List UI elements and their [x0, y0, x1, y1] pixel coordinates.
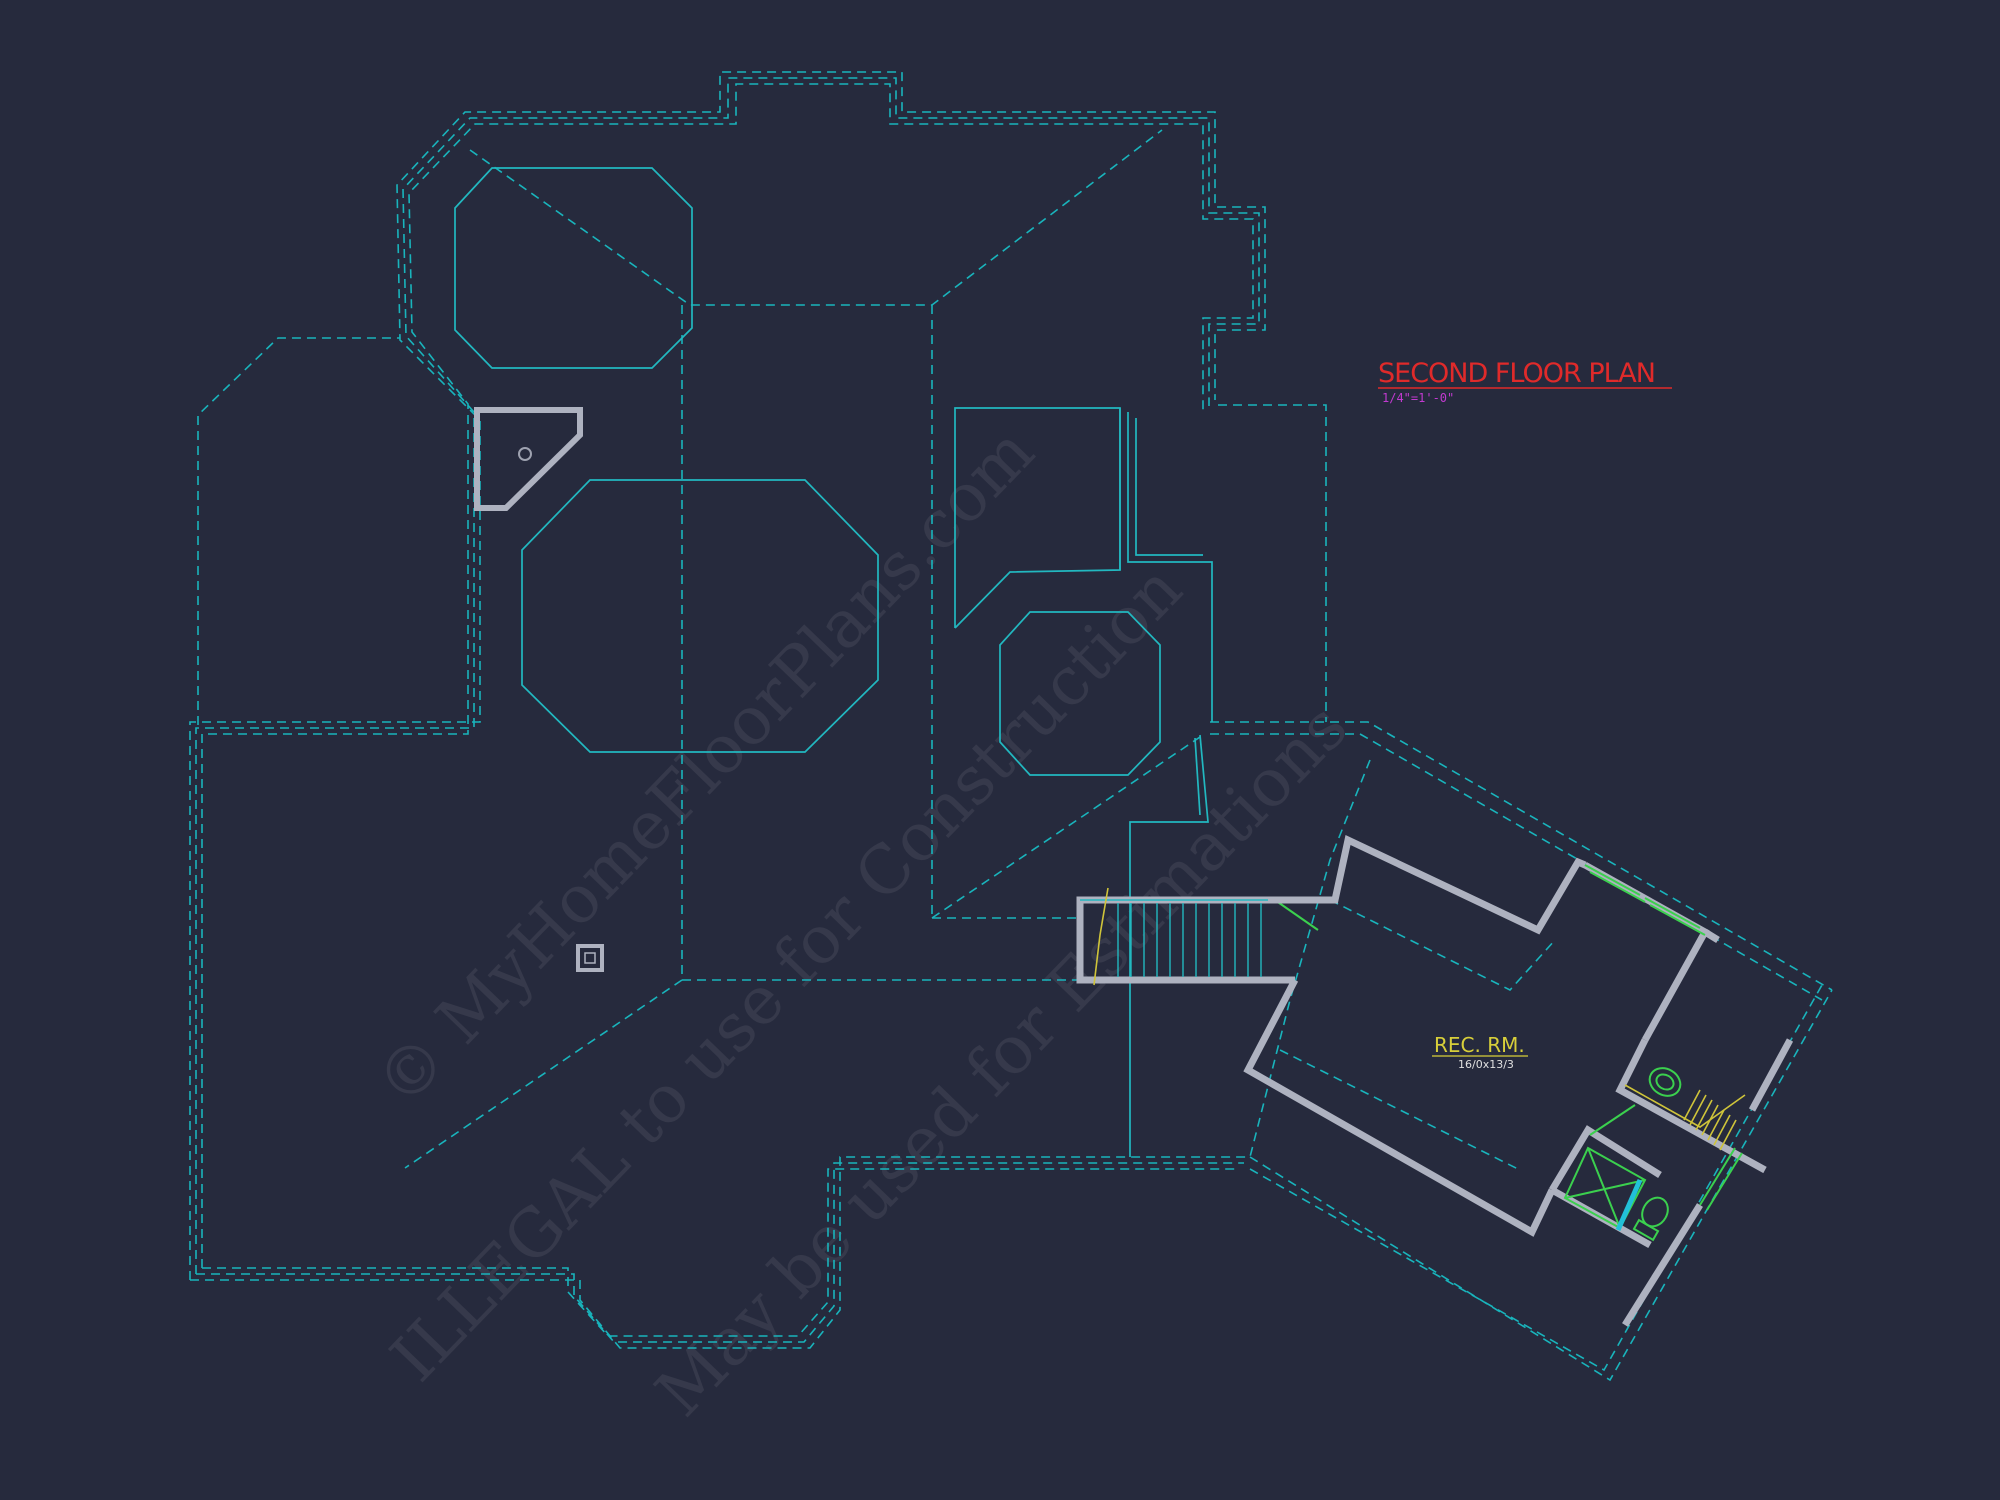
closet-shelf-line [1713, 1114, 1731, 1146]
room-name-label: REC. RM. [1434, 1033, 1525, 1057]
octagon-skylight-1 [454, 167, 693, 369]
bathroom-fixtures [1563, 1067, 1746, 1242]
closet-shelf-line [1689, 1094, 1707, 1126]
flue-circle-icon [518, 447, 532, 461]
drawing-scale: 1/4"=1'-0" [1382, 391, 1454, 405]
octagon-skylight-2 [521, 479, 879, 753]
sink-icon [1648, 1067, 1682, 1097]
octagon-skylight-3 [999, 611, 1161, 776]
closet-shelf-line [1683, 1089, 1701, 1121]
rec-room-walls [1243, 834, 1794, 1327]
room-dimensions-label: 16/0x13/3 [1458, 1058, 1514, 1071]
closet-shelf-line [1719, 1119, 1737, 1151]
roof-ridge-lines [197, 129, 1556, 1171]
drawing-labels: SECOND FLOOR PLAN 1/4"=1'-0" REC. RM. 16… [1378, 358, 1672, 1071]
drawing-title: SECOND FLOOR PLAN [1378, 358, 1655, 389]
vent-box [576, 944, 604, 972]
closet-shelf-line [1701, 1104, 1719, 1136]
closet-shelf-line [1695, 1099, 1713, 1131]
windows [1584, 864, 1743, 1211]
closet-shelf-line [1707, 1109, 1725, 1141]
chimney [474, 407, 583, 511]
toilet-icon [1641, 1196, 1669, 1228]
exterior-eave-lines [189, 71, 1833, 1382]
roof-features [454, 167, 1213, 1157]
